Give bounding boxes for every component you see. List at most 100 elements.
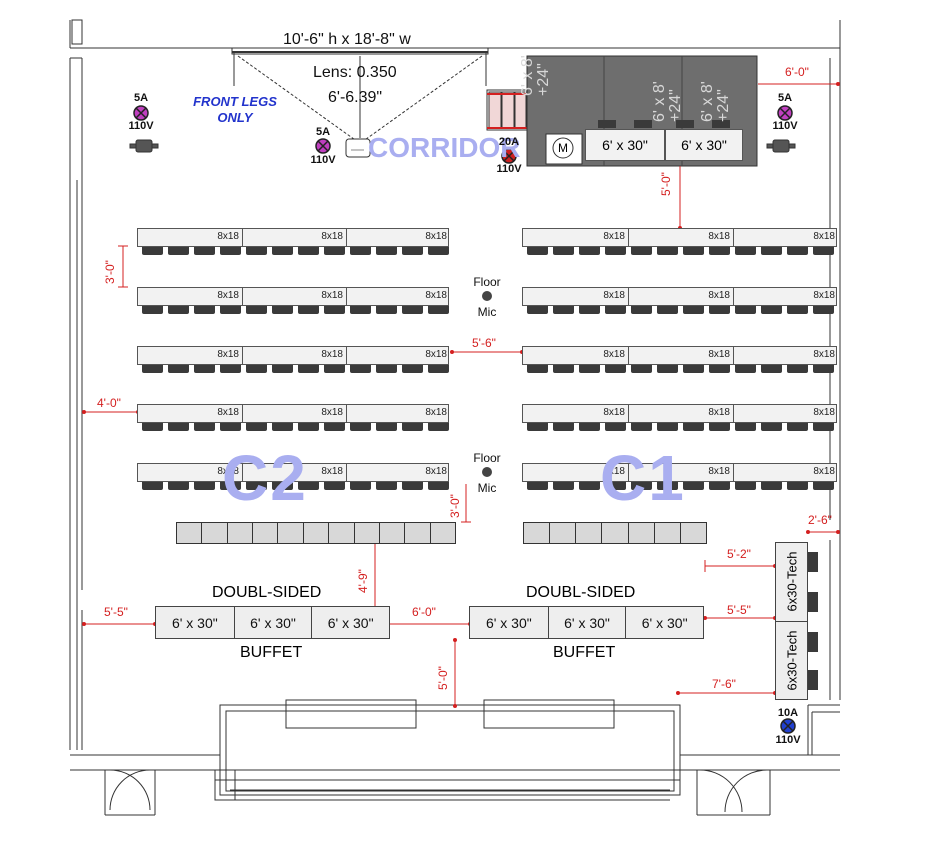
chair xyxy=(657,365,678,373)
chair xyxy=(168,247,189,255)
table-segment: 8x18 xyxy=(733,229,838,246)
chair-row xyxy=(527,482,839,490)
table-size-label: 8x18 xyxy=(603,407,625,418)
table-size-label: 8x18 xyxy=(813,466,835,477)
chair xyxy=(402,423,423,431)
table-segment: 8x18 xyxy=(346,229,450,246)
dim-buffet-left: 5'-5" xyxy=(104,605,128,619)
chair xyxy=(246,423,267,431)
chair xyxy=(376,482,397,490)
table-size-label: 8x18 xyxy=(217,290,239,301)
table-segment: 8x18 xyxy=(242,288,346,305)
table-segment: 8x18 xyxy=(628,347,733,364)
dim-tech-top: 5'-2" xyxy=(727,547,751,561)
chair xyxy=(787,365,808,373)
chair-row xyxy=(142,423,454,431)
chair xyxy=(142,247,163,255)
buffet-right: 6' x 30" 6' x 30" 6' x 30" xyxy=(469,606,704,639)
chair xyxy=(761,423,782,431)
chair xyxy=(709,423,730,431)
rear-seating-left xyxy=(176,522,456,544)
table-size-label: 8x18 xyxy=(813,407,835,418)
chair xyxy=(220,365,241,373)
chair xyxy=(272,365,293,373)
table-segment: 8x18 xyxy=(346,347,450,364)
chair xyxy=(579,365,600,373)
chair xyxy=(220,247,241,255)
power-volt-1: 110V xyxy=(128,120,154,132)
dim-buffet-right: 5'-5" xyxy=(727,603,751,617)
chair xyxy=(553,247,574,255)
table-segment: 8x18 xyxy=(733,347,838,364)
table-size-label: 8x18 xyxy=(708,349,730,360)
table-segment: 8x18 xyxy=(138,347,242,364)
chair xyxy=(142,482,163,490)
screen-size-label: 10'-6" h x 18'-8" w xyxy=(283,31,411,48)
chair xyxy=(813,247,834,255)
chair xyxy=(631,306,652,314)
chair xyxy=(272,306,293,314)
table-size-label: 8x18 xyxy=(708,290,730,301)
chair xyxy=(657,247,678,255)
chair xyxy=(428,482,449,490)
chair xyxy=(168,365,189,373)
chair xyxy=(631,482,652,490)
chair xyxy=(683,306,704,314)
chair xyxy=(683,247,704,255)
chair xyxy=(324,306,345,314)
chair xyxy=(168,482,189,490)
table-size-label: 8x18 xyxy=(321,407,343,418)
power-amp-4: 5A xyxy=(777,92,793,104)
chair-row xyxy=(527,306,839,314)
chair xyxy=(324,423,345,431)
chair xyxy=(683,482,704,490)
buffet-left: 6' x 30" 6' x 30" 6' x 30" xyxy=(155,606,390,639)
chair xyxy=(376,306,397,314)
dim-aisle: 5'-6" xyxy=(472,336,496,350)
table-segment: 8x18 xyxy=(346,288,450,305)
table-segment: 8x18 xyxy=(628,288,733,305)
chair xyxy=(246,247,267,255)
power-volt-5: 110V xyxy=(775,734,801,746)
chair xyxy=(194,423,215,431)
chair xyxy=(324,247,345,255)
chair xyxy=(194,482,215,490)
chair xyxy=(813,423,834,431)
table-segment: 8x18 xyxy=(628,229,733,246)
power-amp-5: 10A xyxy=(777,707,799,719)
chair xyxy=(350,365,371,373)
chair xyxy=(579,306,600,314)
table-size-label: 8x18 xyxy=(708,407,730,418)
chair-row xyxy=(527,365,839,373)
floor-mic-label-1: Floor xyxy=(473,275,501,289)
table-size-label: 8x18 xyxy=(603,290,625,301)
table-size-label: 8x18 xyxy=(425,407,447,418)
table-size-label: 8x18 xyxy=(813,349,835,360)
table-size-label: 8x18 xyxy=(425,231,447,242)
rear-seating-right xyxy=(523,522,707,544)
dim-tech-bottom: 7'-6" xyxy=(712,677,736,691)
chair xyxy=(402,365,423,373)
chair xyxy=(605,365,626,373)
chair xyxy=(735,482,756,490)
table-size-label: 8x18 xyxy=(708,466,730,477)
chair xyxy=(428,365,449,373)
motor-label: M xyxy=(558,141,568,155)
table-size-label: 8x18 xyxy=(321,290,343,301)
buffet-left-bottom-label: BUFFET xyxy=(240,644,303,661)
chair-row xyxy=(142,365,454,373)
chair xyxy=(709,365,730,373)
chair xyxy=(579,423,600,431)
table-size-label: 8x18 xyxy=(425,466,447,477)
table-size-label: 8x18 xyxy=(708,231,730,242)
chair xyxy=(298,365,319,373)
stage-table-1-label: 6' x 30" xyxy=(602,137,648,153)
buffet-right-bottom-label: BUFFET xyxy=(553,644,616,661)
